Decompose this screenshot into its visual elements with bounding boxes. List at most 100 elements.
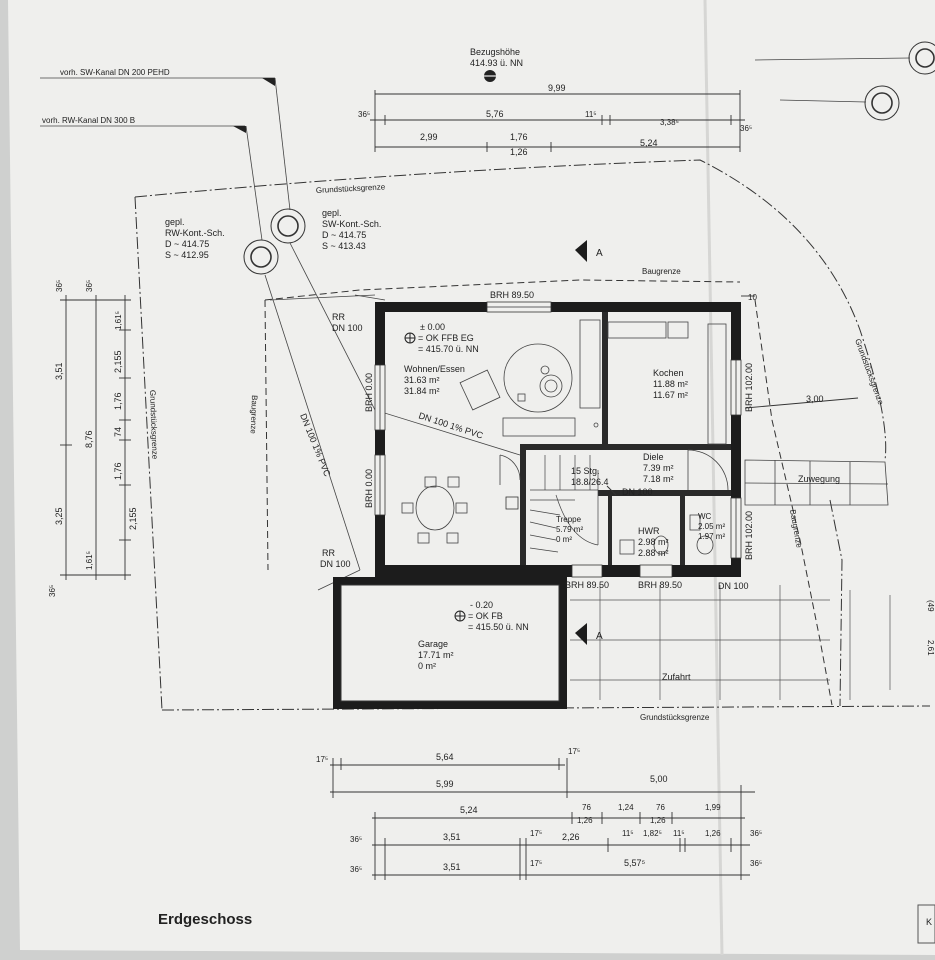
room-hwr-area1: 2.98 m²	[638, 537, 669, 547]
dim-top-overall: 9,99	[548, 83, 566, 93]
rw-sewer-label: vorh. RW-Kanal DN 300 B	[42, 116, 135, 125]
brh-right-1: BRH 102.00	[744, 363, 754, 412]
brh-left-1: BRH 0.00	[364, 373, 374, 412]
room-treppe-area2: 0 m²	[556, 535, 572, 544]
building-line-label-left: Baugrenze	[249, 395, 259, 435]
dim-bottom-r4-1: 3,51	[443, 832, 461, 842]
brh-right-2: BRH 102.00	[744, 511, 754, 560]
room-wohnen-name: Wohnen/Essen	[404, 364, 465, 374]
dim-bottom-r4-6: 11⁵	[673, 829, 685, 838]
inspection-shafts: gepl. RW-Kont.-Sch. D ~ 414.75 S ~ 412.9…	[165, 41, 935, 275]
dim-right-tick: 10	[748, 293, 757, 302]
dim-bottom-r3-3: 1,24	[618, 803, 634, 812]
level-markers: ± 0.00 = OK FFB EG = 415.70 ü. NN - 0.20…	[404, 322, 529, 632]
sw-shaft-line4: S ~ 413.43	[322, 241, 366, 251]
dim-left-inner-1: 1,61⁵	[114, 311, 123, 330]
rr-bottom-line1: RR	[322, 548, 335, 558]
dim-bottom-r4-8: 36⁵	[750, 829, 762, 838]
dimensions-top: 9,99 36⁵ 5,76 11⁵ 3,38⁵ 36⁵ 2,99 1,76 1,…	[358, 83, 752, 157]
dim-left-inner-4: 74	[113, 427, 123, 437]
dim-bottom-r1-2: 17⁵	[568, 747, 580, 756]
dim-bottom-r3-1: 76	[582, 803, 591, 812]
dim-left-inner-2: 2,155	[113, 350, 123, 373]
paper-sheet	[8, 0, 935, 955]
dim-top-r3-0: 2,99	[420, 132, 438, 142]
room-treppe-area1: 5.79 m²	[556, 525, 583, 534]
brh-top: BRH 89.50	[490, 290, 534, 300]
room-diele-name: Diele	[643, 452, 664, 462]
windows: BRH 89.50 BRH 0.00 BRH 0.00 BRH 102.00 B…	[364, 290, 754, 590]
section-marks: A A	[575, 240, 603, 645]
brh-bottom-1: BRH 89.50	[565, 580, 609, 590]
eg-level-line3: = 415.70 ü. NN	[418, 344, 479, 354]
dim-top-r2-2: 11⁵	[585, 110, 597, 119]
room-wc-area2: 1.97 m²	[698, 532, 725, 541]
edge-mark-k: K	[926, 917, 932, 927]
room-hwr-name: HWR	[638, 526, 660, 536]
dim-bottom-r5-0: 36⁵	[350, 865, 362, 874]
sheet-title: Erdgeschoss	[158, 911, 252, 928]
furniture	[401, 319, 727, 555]
dim-left-inner-6: 2,155	[128, 507, 138, 530]
dim-bottom-r3-2: 1,26	[577, 816, 593, 825]
dim-bottom-r2-0: 5,99	[436, 779, 454, 789]
dimensions-left: 36⁵ 3,51 3,25 36⁵ 8,76 36⁵ 1,61⁵ 2,155 1…	[48, 280, 138, 597]
dim-top-r2-3: 3,38⁵	[660, 118, 679, 127]
dim-bottom-r4-7: 1,26	[705, 829, 721, 838]
dimensions-right: 3,00 10	[741, 293, 859, 409]
boundary-label-top: Grundstücksgrenze	[316, 182, 386, 195]
dim-left-outer-1: 3,51	[54, 362, 64, 380]
dim-top-r2-1: 5,76	[486, 109, 504, 119]
sw-shaft-line2: SW-Kont.-Sch.	[322, 219, 381, 229]
garage-level-line3: = 415.50 ü. NN	[468, 622, 529, 632]
dim-left-outer-0: 36⁵	[55, 280, 64, 292]
room-garage-name: Garage	[418, 639, 448, 649]
reference-height-label: Bezugshöhe	[470, 47, 520, 57]
sw-sewer-label: vorh. SW-Kanal DN 200 PEHD	[60, 68, 170, 77]
paper-fold	[703, 0, 724, 956]
boundary-label-bottom: Grundstücksgrenze	[640, 713, 710, 722]
building-line-label-top: Baugrenze	[642, 267, 681, 276]
room-diele-area1: 7.39 m²	[643, 463, 674, 473]
dim-bottom-r4-3: 2,26	[562, 832, 580, 842]
dim-bottom-r3-0: 5,24	[460, 805, 478, 815]
dim-bottom-r5-4: 36⁵	[750, 859, 762, 868]
dim-bottom-r4-2: 17⁵	[530, 829, 542, 838]
brh-left-2: BRH 0.00	[364, 469, 374, 508]
dim-bottom-r2-1: 5,00	[650, 774, 668, 784]
room-wohnen-area1: 31.63 m²	[404, 375, 440, 385]
rr-top-line1: RR	[332, 312, 345, 322]
sw-shaft-line1: gepl.	[322, 208, 342, 218]
room-labels: Wohnen/Essen 31.63 m² 31.84 m² Kochen 11…	[404, 364, 749, 671]
dim-bottom-r5-3: 5,57⁵	[624, 858, 646, 868]
rr-top-line2: DN 100	[332, 323, 363, 333]
room-wohnen-area2: 31.84 m²	[404, 386, 440, 396]
dim-left-inner-5: 1,76	[113, 462, 123, 480]
rw-shaft-line1: gepl.	[165, 217, 185, 227]
dim-bottom-r1-0: 17⁵	[316, 755, 328, 764]
room-garage-area1: 17.71 m²	[418, 650, 454, 660]
zuwegung-label: Zuwegung	[798, 474, 840, 484]
eg-level-line2: = OK FFB EG	[418, 333, 474, 343]
dn100-diele: DN 100	[622, 487, 653, 497]
room-treppe-name: Treppe	[556, 515, 582, 524]
dim-left-outer-3: 36⁵	[48, 585, 57, 597]
dim-right-setback: 3,00	[806, 394, 824, 404]
room-diele-area2: 7.18 m²	[643, 474, 674, 484]
room-kochen-name: Kochen	[653, 368, 684, 378]
boundary-label-left: Grundstücksgrenze	[148, 390, 159, 460]
edge-mark-261: 2,61	[926, 640, 935, 656]
dim-left-mid: 8,76	[84, 430, 94, 448]
rw-shaft-line4: S ~ 412.95	[165, 250, 209, 260]
edge-marks: (49 2,61 K	[917, 600, 935, 944]
edge-mark-49: (49	[926, 600, 935, 612]
reference-height-value: 414.93 ü. NN	[470, 58, 523, 68]
room-wc-name: WC	[698, 512, 712, 521]
eg-level-line1: ± 0.00	[420, 322, 445, 332]
dn100-right: DN 100	[718, 581, 749, 591]
garage-level-line1: - 0.20	[470, 600, 493, 610]
dim-top-r2-0: 36⁵	[358, 110, 370, 119]
rr-bottom-line2: DN 100	[320, 559, 351, 569]
room-kochen-area1: 11.88 m²	[653, 379, 688, 389]
